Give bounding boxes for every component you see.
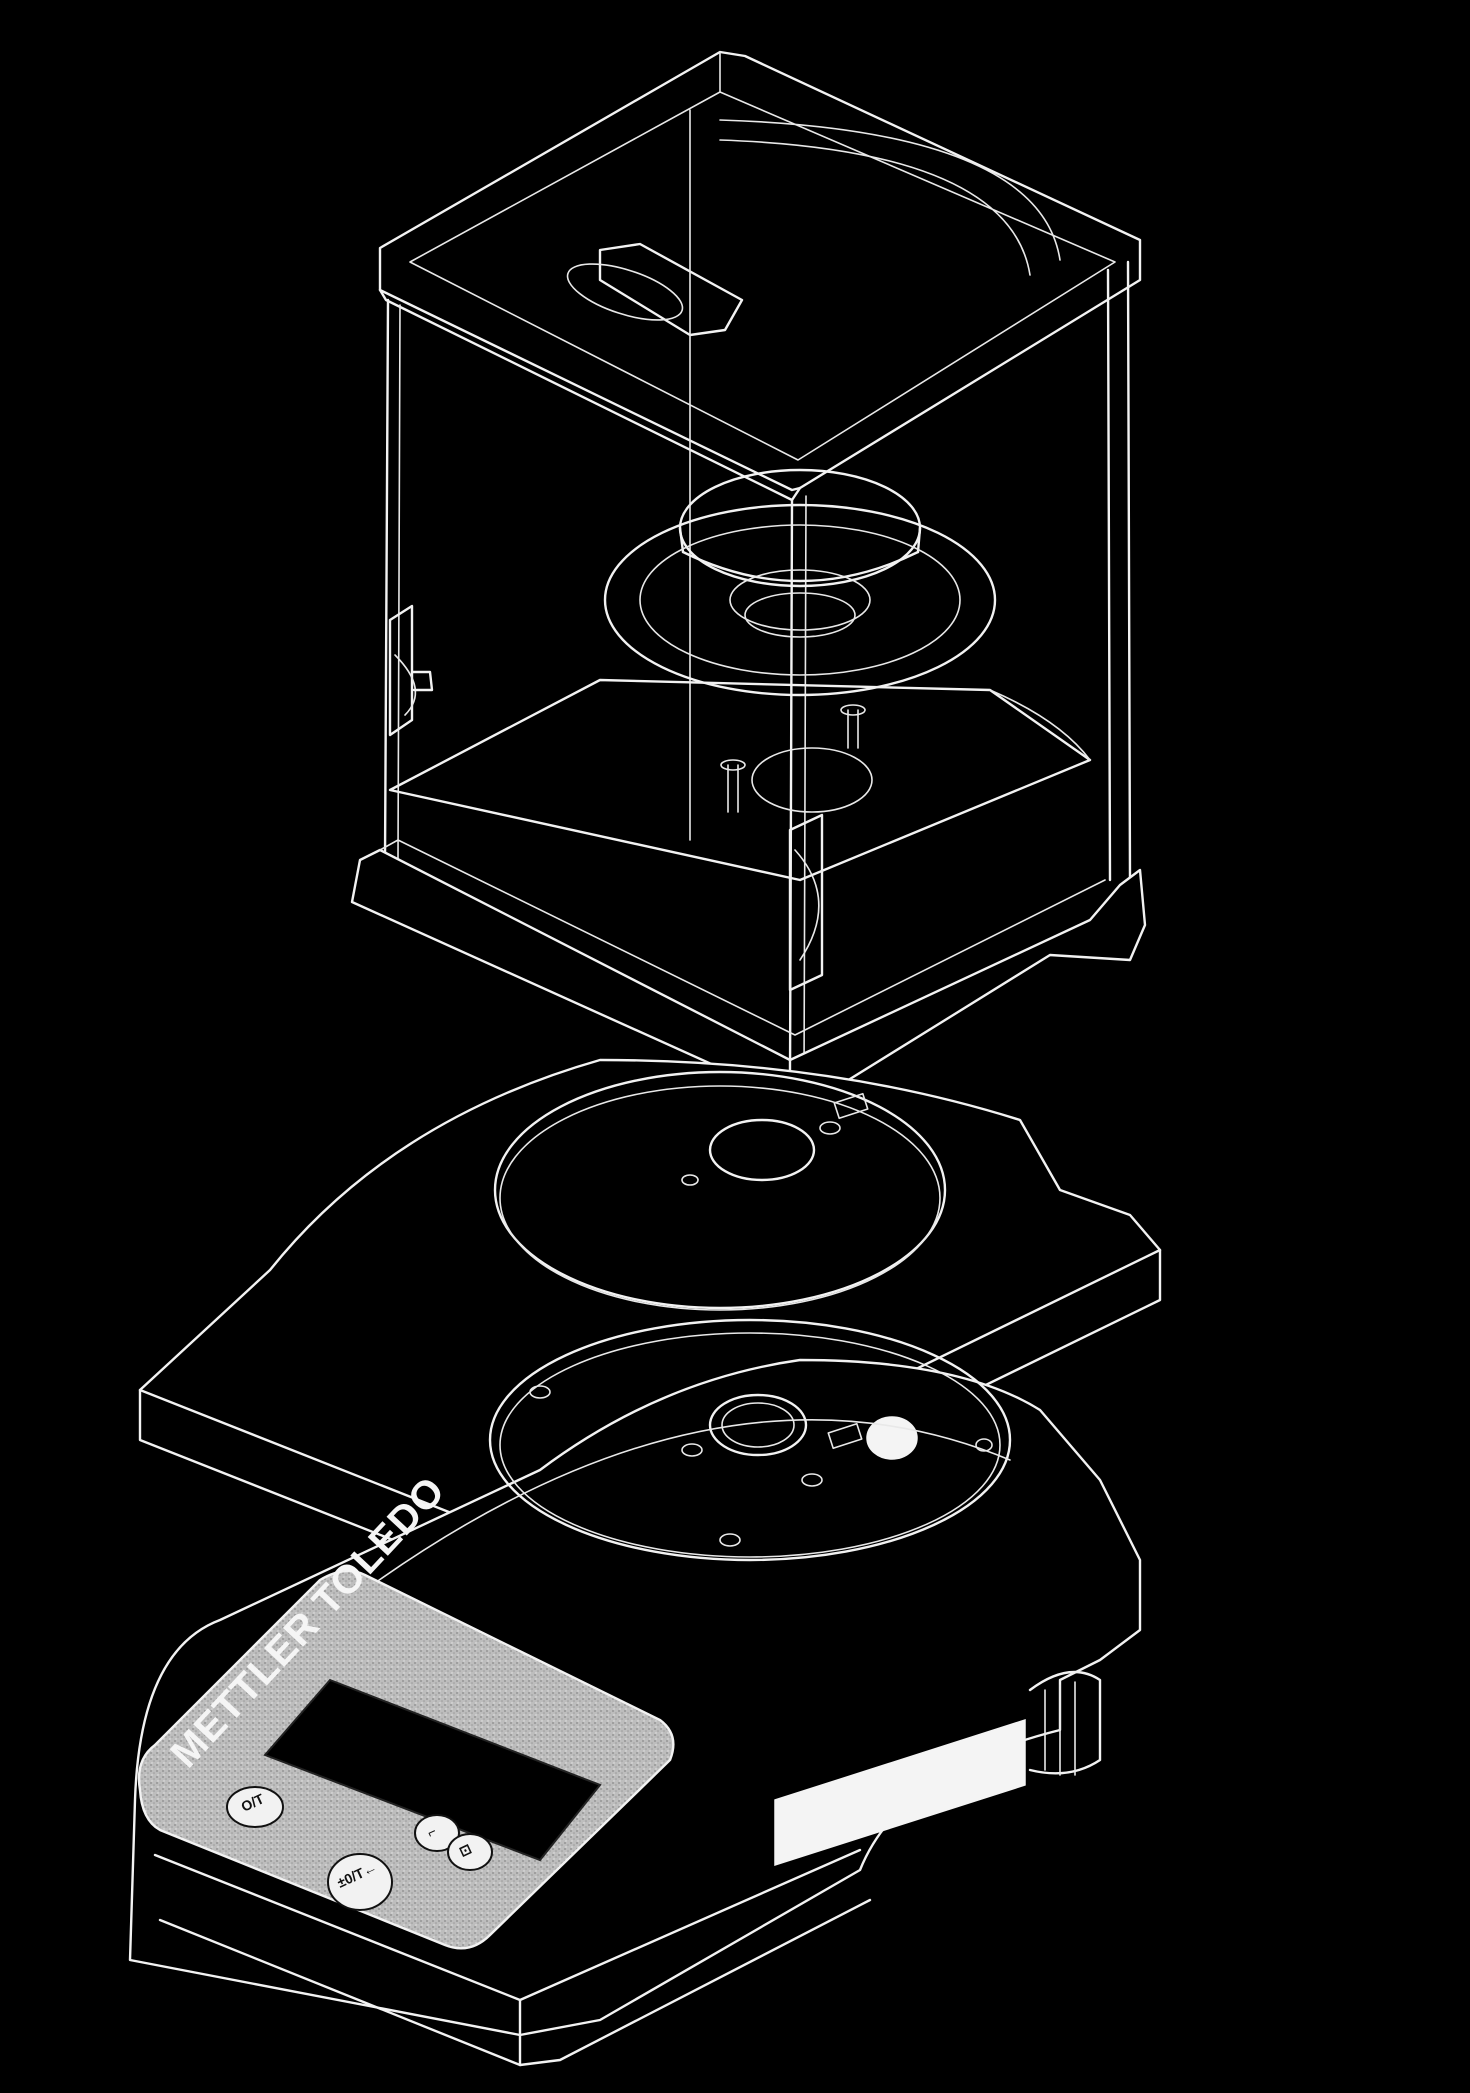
print-key[interactable] [447,1833,493,1871]
tare-key[interactable] [226,1786,284,1828]
draft-shield-icon [350,50,1147,1112]
zero-key[interactable] [327,1853,393,1911]
function-key[interactable] [414,1814,460,1852]
